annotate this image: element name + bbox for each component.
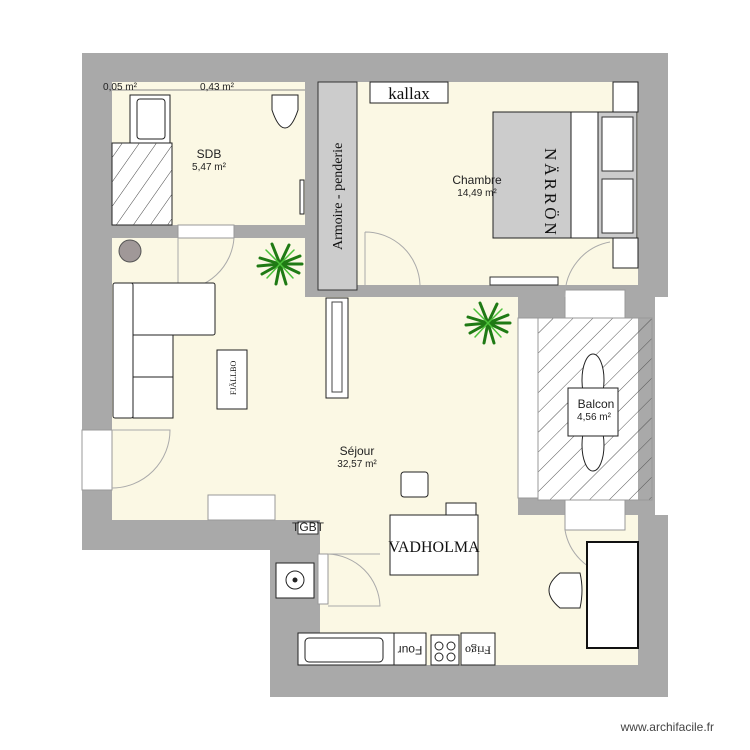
sink — [129, 94, 171, 144]
bed-label: NÄRRÖN — [541, 148, 560, 238]
area-small-2: 0,43 m² — [200, 82, 235, 93]
shelf — [216, 349, 248, 410]
watermark: www.archifacile.fr — [620, 720, 714, 734]
chair — [445, 502, 477, 516]
kallax — [369, 81, 449, 104]
chair — [400, 471, 429, 498]
room-name-chambre: Chambre — [452, 173, 502, 187]
windows — [81, 224, 626, 605]
room-area-balcon: 4,56 m² — [577, 412, 612, 423]
oven-label: Four — [398, 643, 423, 657]
room-name-sdb: SDB — [197, 147, 222, 161]
cooktop — [430, 634, 460, 666]
oven — [393, 632, 427, 666]
water-heater — [275, 562, 315, 599]
room-area-sejour: 32,57 m² — [337, 459, 377, 470]
kallax-label: kallax — [388, 84, 430, 103]
fridge — [460, 632, 496, 666]
wardrobe — [317, 81, 358, 291]
toilet — [271, 94, 299, 129]
bed — [492, 81, 639, 269]
room-area-sdb: 5,47 m² — [192, 162, 227, 173]
wardrobe-label: Armoire - penderie — [331, 143, 346, 250]
washing-machine — [118, 239, 142, 263]
fridge-label: Frigo — [465, 643, 491, 657]
table-label: VADHOLMA — [388, 539, 480, 556]
room-name-balcon: Balcon — [578, 397, 615, 411]
desk-chair — [548, 572, 583, 609]
panel-label: TGBT — [292, 520, 325, 534]
room-name-sejour: Séjour — [340, 444, 375, 458]
desk — [586, 541, 639, 649]
sofa — [112, 282, 216, 419]
radiator-chambre — [489, 276, 559, 286]
radiator-sdb — [299, 179, 305, 215]
dining-table — [389, 514, 479, 576]
tv-bench — [325, 297, 349, 399]
room-area-chambre: 14,49 m² — [457, 188, 497, 199]
shelf-label: FJÄLLBO — [229, 361, 238, 395]
area-small-1: 0,05 m² — [103, 82, 138, 93]
